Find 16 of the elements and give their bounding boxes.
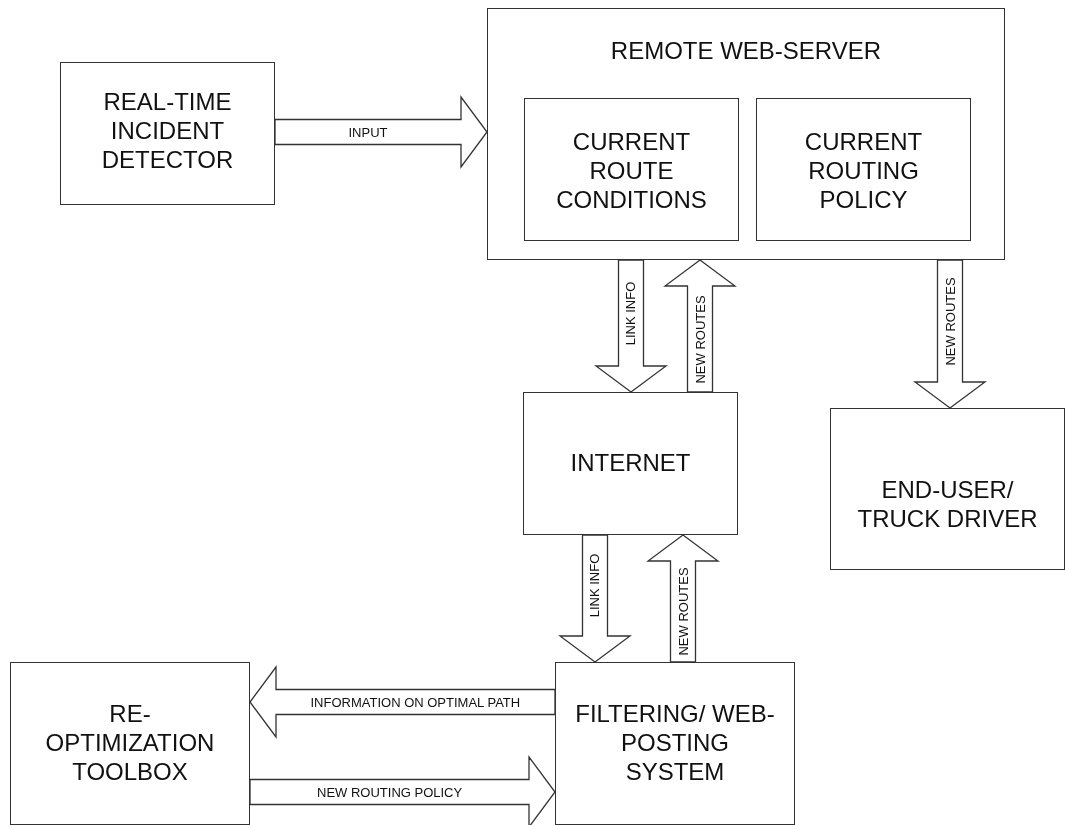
process-box bbox=[60, 62, 275, 205]
process-box bbox=[555, 662, 795, 825]
box-label: FILTERING/ WEB-POSTING SYSTEM bbox=[575, 699, 775, 786]
process-box bbox=[487, 8, 1005, 260]
box-label: INTERNET bbox=[569, 448, 692, 477]
box-label: CURRENT ROUTE CONDITIONS bbox=[555, 127, 708, 214]
process-box bbox=[524, 98, 739, 241]
process-box bbox=[830, 408, 1065, 570]
box-label: CURRENT ROUTING POLICY bbox=[803, 127, 924, 214]
box-label: REAL-TIME INCIDENT DETECTOR bbox=[100, 87, 235, 174]
process-box bbox=[10, 662, 250, 825]
box-label: REMOTE WEB-SERVER bbox=[609, 36, 883, 65]
process-box bbox=[523, 392, 738, 535]
box-label: RE-OPTIMIZATION TOOLBOX bbox=[44, 699, 216, 786]
box-label: END-USER/ TRUCK DRIVER bbox=[856, 475, 1039, 533]
process-box bbox=[756, 98, 971, 241]
